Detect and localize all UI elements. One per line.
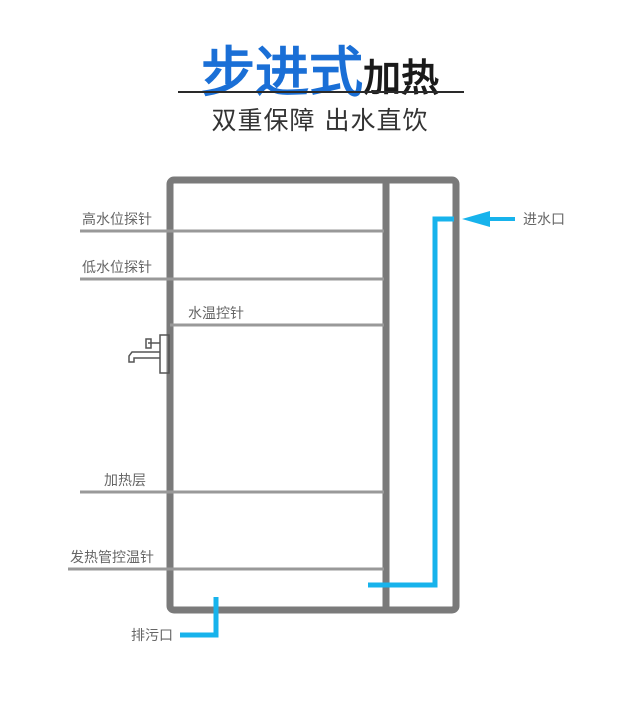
label-heater-temp-probe: 发热管控温针 bbox=[70, 550, 154, 566]
label-water-temp-probe: 水温控针 bbox=[188, 306, 244, 322]
inlet-arrow-icon bbox=[462, 211, 490, 227]
label-low-water-probe: 低水位探针 bbox=[82, 260, 152, 276]
page-subtitle: 双重保障 出水直饮 bbox=[211, 106, 429, 135]
inlet-pipe bbox=[368, 216, 454, 588]
title-divider bbox=[178, 91, 464, 93]
label-heating-layer: 加热层 bbox=[104, 473, 146, 489]
label-inlet: 进水口 bbox=[523, 212, 565, 228]
label-drain: 排污口 bbox=[131, 628, 173, 644]
label-high-water-probe: 高水位探针 bbox=[82, 211, 152, 228]
title-blue: 步进式 bbox=[200, 41, 363, 104]
drain-pipe bbox=[180, 597, 219, 638]
tank-frame bbox=[166, 176, 460, 614]
faucet-icon bbox=[128, 334, 170, 374]
page-title: 步进式加热 bbox=[0, 28, 640, 107]
